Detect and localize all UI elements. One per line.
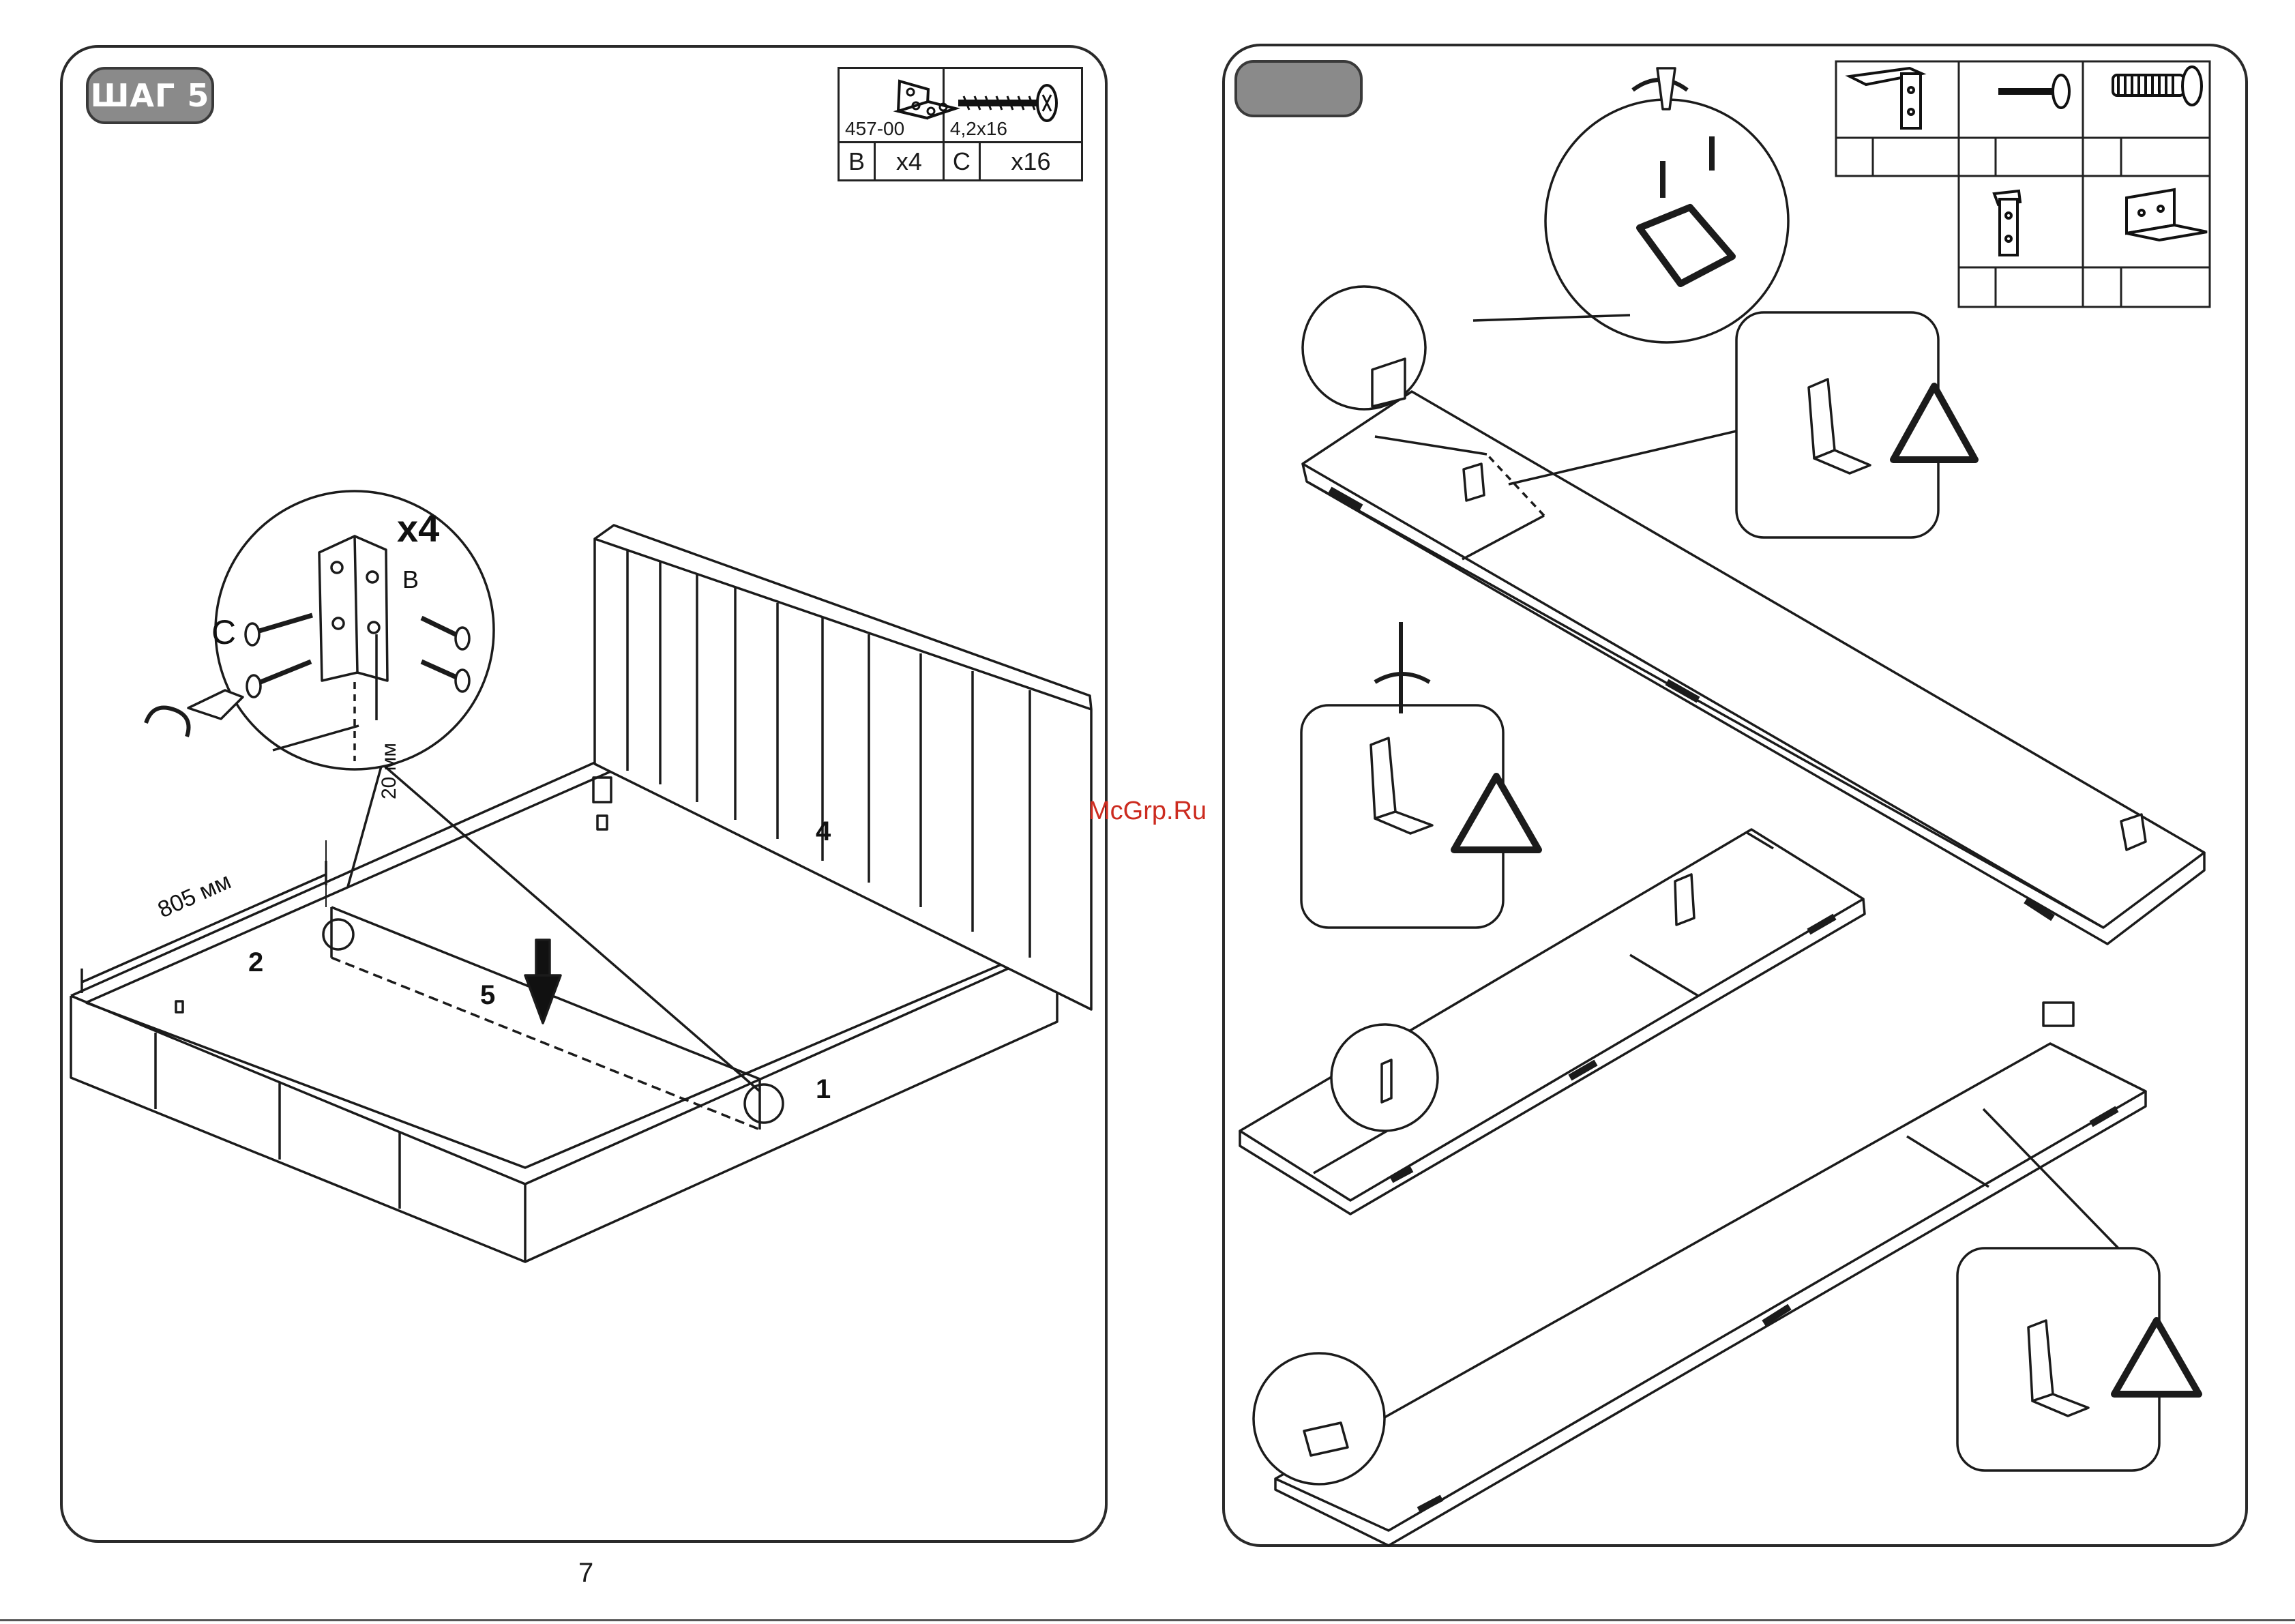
left-middle-detail-circle — [1331, 1024, 1438, 1131]
detail-box-left-middle — [1301, 622, 1539, 928]
page-number: 7 — [578, 1558, 593, 1589]
bottom-left-detail-circle — [1254, 1353, 1385, 1484]
large-detail-circle — [1473, 68, 1788, 342]
footer-divider — [0, 1619, 2295, 1621]
bracket-detail-circle — [146, 491, 494, 769]
top-left-detail-circle — [1303, 286, 1425, 409]
watermark: McGrp.Ru — [1089, 797, 1206, 826]
